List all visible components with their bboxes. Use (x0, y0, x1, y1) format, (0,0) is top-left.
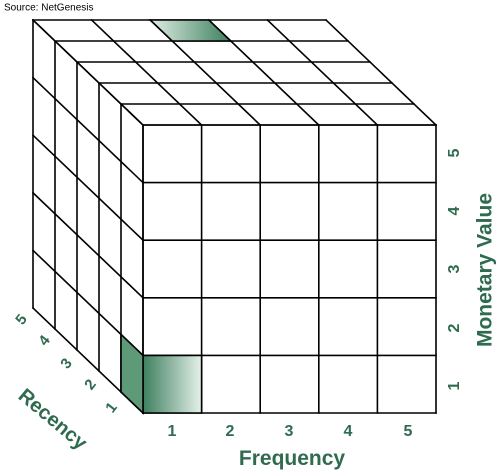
monetary-tick-4: 4 (446, 206, 463, 215)
recency-tick-3: 3 (57, 355, 76, 372)
cube-highlights (120, 19, 233, 415)
left-grid-depth (31, 18, 145, 127)
frequency-tick-2: 2 (226, 423, 235, 440)
monetary-axis-title: Monetary Value (474, 193, 496, 347)
left-grid-depth (31, 134, 145, 242)
frequency-tick-3: 3 (285, 423, 294, 440)
frequency-tick-5: 5 (404, 423, 413, 440)
frequency-tick-4: 4 (344, 423, 353, 440)
monetary-tick-2: 2 (446, 323, 463, 332)
monetary-tick-5: 5 (446, 148, 463, 157)
cube-grid (31, 18, 438, 415)
highlight-top-cell (148, 19, 233, 42)
recency-tick-5: 5 (12, 311, 31, 328)
highlight-left-cell (120, 332, 144, 415)
frequency-tick-1: 1 (168, 423, 177, 440)
source-caption: Source: NetGenesis (4, 2, 94, 13)
top-grid-depth (324, 18, 438, 127)
top-grid-depth (266, 18, 379, 127)
frequency-axis-title: Frequency (239, 447, 346, 470)
recency-tick-4: 4 (35, 332, 54, 350)
frequency-axis-ticks: 1 2 3 4 5 (168, 423, 413, 440)
recency-axis-title: Recency (14, 385, 92, 455)
monetary-axis-ticks: 1 2 3 4 5 (446, 148, 463, 390)
left-grid-depth (31, 191, 145, 299)
monetary-tick-3: 3 (446, 264, 463, 273)
highlight-front-cell (142, 354, 203, 414)
left-grid-depth (31, 76, 145, 184)
recency-tick-1: 1 (102, 399, 121, 416)
top-grid-depth (90, 18, 203, 127)
recency-tick-2: 2 (81, 376, 100, 393)
monetary-tick-1: 1 (446, 381, 463, 390)
